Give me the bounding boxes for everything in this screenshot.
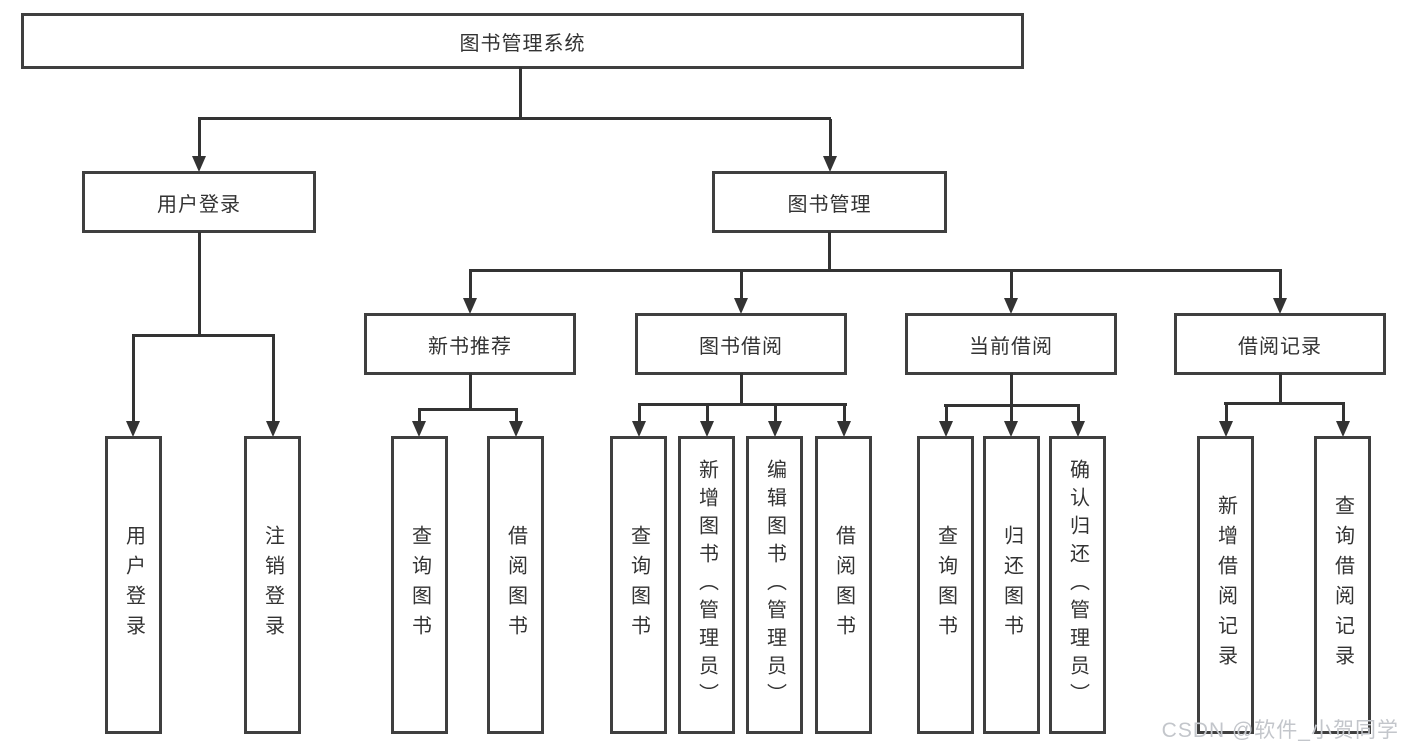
- leaf-query-books-3-label: 查询图书: [934, 525, 957, 645]
- node-current-borrow: 当前借阅: [905, 313, 1117, 375]
- leaf-borrow-books-1-label: 借阅图书: [504, 525, 527, 645]
- connector-borrow-records-split: [1224, 402, 1345, 405]
- node-user-login-label: 用户登录: [157, 193, 241, 216]
- leaf-add-book-admin: 新增图书（管理员）: [678, 436, 735, 734]
- node-current-borrow-label: 当前借阅: [969, 335, 1053, 358]
- node-borrow-records-label: 借阅记录: [1238, 335, 1322, 358]
- leaf-add-book-admin-label: 新增图书（管理员）: [695, 459, 718, 711]
- arrow-g4-leaf-1: [1004, 406, 1018, 437]
- arrow-g3-leaf-1: [700, 405, 714, 437]
- leaf-logout-label: 注销登录: [261, 525, 284, 645]
- leaf-add-borrow-record-label: 新增借阅记录: [1214, 495, 1237, 675]
- node-root: 图书管理系统: [21, 13, 1024, 69]
- connector-borrow-records-stem: [1279, 373, 1282, 405]
- leaf-edit-book-admin-label: 编辑图书（管理员）: [763, 459, 786, 711]
- leaf-add-borrow-record: 新增借阅记录: [1197, 436, 1254, 734]
- node-book-borrow-label: 图书借阅: [699, 335, 783, 358]
- arrow-to-current-borrow: [1004, 271, 1018, 314]
- connector-book-management-split: [469, 269, 1282, 272]
- arrow-g2-leaf-0: [412, 410, 426, 437]
- connector-current-borrow-split: [944, 404, 1080, 407]
- leaf-edit-book-admin: 编辑图书（管理员）: [746, 436, 803, 734]
- connector-root-split: [198, 117, 831, 120]
- connector-book-borrow-split: [638, 403, 847, 406]
- arrow-g2-leaf-1: [509, 410, 523, 437]
- connector-current-borrow-stem: [1010, 373, 1013, 407]
- leaf-user-login-label: 用户登录: [122, 525, 145, 645]
- node-user-login: 用户登录: [82, 171, 316, 233]
- connector-user-login-split: [132, 334, 275, 337]
- node-new-book-recommend: 新书推荐: [364, 313, 576, 375]
- leaf-borrow-books-2: 借阅图书: [815, 436, 872, 734]
- leaf-query-books-1: 查询图书: [391, 436, 448, 734]
- leaf-query-borrow-record-label: 查询借阅记录: [1331, 495, 1354, 675]
- arrow-to-book-management: [823, 119, 837, 172]
- arrow-g3-leaf-0: [632, 405, 646, 437]
- leaf-query-books-2: 查询图书: [610, 436, 667, 734]
- arrow-g5-leaf-1: [1336, 404, 1350, 437]
- leaf-borrow-books-1: 借阅图书: [487, 436, 544, 734]
- arrow-to-new-book-recommend: [463, 271, 477, 314]
- arrow-g5-leaf-0: [1219, 404, 1233, 437]
- arrow-to-leaf-user-login: [126, 336, 140, 437]
- leaf-logout: 注销登录: [244, 436, 301, 734]
- arrow-to-borrow-records: [1273, 271, 1287, 314]
- leaf-confirm-return-admin-label: 确认归还（管理员）: [1066, 459, 1089, 711]
- arrow-to-leaf-logout: [266, 336, 280, 437]
- csdn-watermark: CSDN @软件_小贺同学: [1161, 719, 1399, 742]
- arrow-to-user-login: [192, 119, 206, 172]
- leaf-query-books-2-label: 查询图书: [627, 525, 650, 645]
- node-book-borrow: 图书借阅: [635, 313, 847, 375]
- node-book-management: 图书管理: [712, 171, 947, 233]
- connector-new-book-recommend-split: [418, 408, 518, 411]
- node-book-management-label: 图书管理: [787, 193, 872, 216]
- connector-new-book-recommend-stem: [469, 373, 472, 411]
- connector-book-management-stem: [828, 232, 831, 272]
- node-new-book-recommend-label: 新书推荐: [428, 335, 512, 358]
- leaf-confirm-return-admin: 确认归还（管理员）: [1049, 436, 1106, 734]
- arrow-g3-leaf-2: [768, 405, 782, 437]
- leaf-return-books: 归还图书: [983, 436, 1040, 734]
- arrow-to-book-borrow: [734, 271, 748, 314]
- arrow-g3-leaf-3: [837, 405, 851, 437]
- connector-root-stem: [519, 67, 522, 118]
- node-borrow-records: 借阅记录: [1174, 313, 1386, 375]
- connector-user-login-stem: [198, 232, 201, 337]
- leaf-query-books-3: 查询图书: [917, 436, 974, 734]
- leaf-query-books-1-label: 查询图书: [408, 525, 431, 645]
- arrow-g4-leaf-2: [1071, 406, 1085, 437]
- leaf-user-login: 用户登录: [105, 436, 162, 734]
- node-root-label: 图书管理系统: [459, 32, 586, 55]
- arrow-g4-leaf-0: [939, 406, 953, 437]
- connector-book-borrow-stem: [740, 373, 743, 406]
- leaf-return-books-label: 归还图书: [1000, 525, 1023, 645]
- leaf-query-borrow-record: 查询借阅记录: [1314, 436, 1371, 734]
- leaf-borrow-books-2-label: 借阅图书: [832, 525, 855, 645]
